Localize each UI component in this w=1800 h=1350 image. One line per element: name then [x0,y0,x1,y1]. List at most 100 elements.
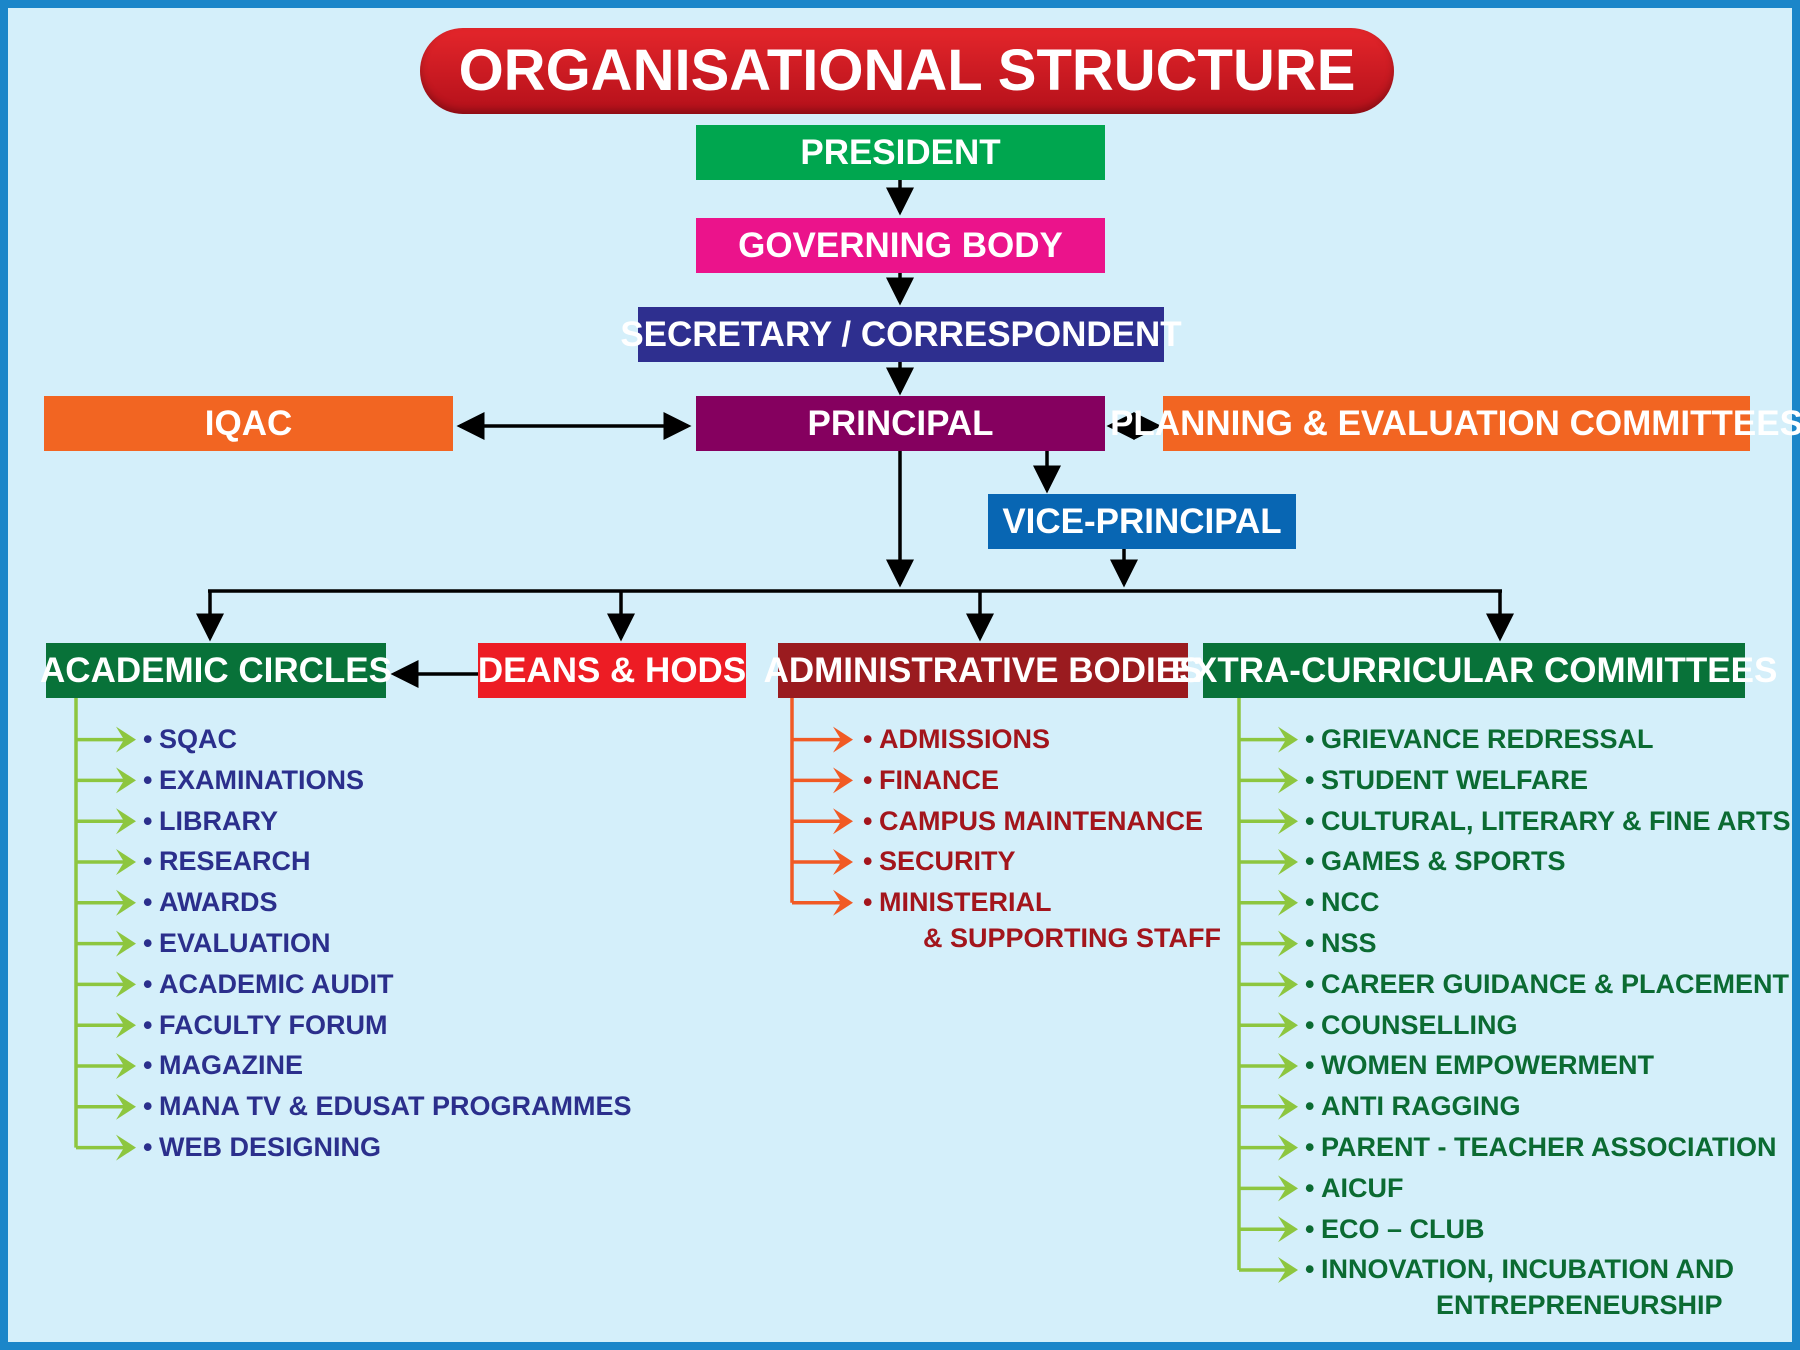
list-item: •CULTURAL, LITERARY & FINE ARTS [1305,805,1791,836]
list-item-label: FINANCE [879,764,999,795]
page-title: ORGANISATIONAL STRUCTURE [420,28,1394,114]
list-item-label: CAMPUS MAINTENANCE [879,805,1203,836]
list-item: •NSS [1305,927,1377,958]
list-item-label: MINISTERIAL [879,887,1052,918]
list-item: •LIBRARY [143,805,278,836]
academic-branch-arrow-head [116,1134,136,1161]
extra-branch-arrow-head [1278,767,1298,794]
list-item: •FINANCE [863,764,999,795]
list-item-label: FACULTY FORUM [159,1009,388,1040]
extra-branch-arrow-head [1278,1134,1298,1161]
list-item-label: PARENT - TEACHER ASSOCIATION [1321,1131,1777,1162]
admin-branch-arrow-head [833,849,853,875]
extra-branch-arrow-head [1278,971,1298,998]
academic-circles-list: •SQAC •EXAMINATIONS •LIBRARY •RESEARCH •AWAR… [143,719,632,1168]
list-item-label: GRIEVANCE REDRESSAL [1321,724,1654,754]
iqac-box: IQAC [44,396,453,451]
secretary-box: SECRETARY / CORRESPONDENT [620,307,1182,362]
list-item-label: LIBRARY [159,805,278,836]
list-item-continuation: & SUPPORTING STAFF [923,922,1222,953]
academic-branch-arrow-head [116,889,136,916]
list-item: •AICUF [1305,1172,1404,1203]
list-item: •GAMES & SPORTS [1305,846,1566,877]
list-item: •ECO – CLUB [1305,1213,1485,1244]
extra-branch-arrow-head [1278,1093,1298,1120]
list-item-label: AICUF [1321,1172,1404,1203]
administrative-bodies-list: •ADMISSIONS•FINANCE•CAMPUS MAINTENANCE•S… [863,719,1221,953]
admin-branch-arrow-head [833,767,853,794]
academic-branch-arrow-head [116,1012,136,1039]
deans-hods-box: DEANS & HODS [478,643,746,698]
president-box: PRESIDENT [696,125,1105,180]
admin-branch-arrow-head [833,808,853,835]
list-item: •RESEARCH [143,846,311,877]
list-item-label: SECURITY [879,846,1016,877]
list-item: •ACADEMIC AUDIT [143,968,394,999]
extra-branch-arrow-head [1278,1175,1298,1202]
list-item-label: SQAC [159,724,238,754]
principal-box: PRINCIPAL [696,396,1105,451]
list-item: •COUNSELLING [1305,1009,1518,1040]
list-item: •EVALUATION [143,927,331,958]
list-item-label: EXAMINATIONS [159,764,365,795]
list-item: •AWARDS [143,887,278,918]
admin-branch-arrow-head [833,726,853,753]
extra-branch-arrow-head [1278,1053,1298,1079]
list-item-label: EVALUATION [159,927,331,958]
list-item: •STUDENT WELFARE [1305,764,1588,795]
academic-circles-box: ACADEMIC CIRCLES [40,643,392,698]
list-item: •NCC [1305,887,1380,918]
academic-branch-arrow-head [116,1053,136,1079]
list-item: •MANA TV & EDUSAT PROGRAMMES [143,1091,632,1122]
list-item-label: ANTI RAGGING [1321,1091,1521,1122]
extra-branch-arrow-head [1278,1257,1298,1283]
list-item: •MINISTERIAL& SUPPORTING STAFF [863,887,1222,953]
list-item-label: ADMISSIONS [879,724,1051,754]
extra-branch-arrow-head [1278,726,1298,753]
extra-branch-arrow-head [1278,889,1298,916]
list-item-label: NSS [1321,927,1377,958]
extra-branch-arrow-head [1278,930,1298,957]
list-item-label: WEB DESIGNING [159,1131,382,1162]
list-item: •EXAMINATIONS [143,764,365,795]
list-item-label: CULTURAL, LITERARY & FINE ARTS [1321,805,1791,836]
list-item: •FACULTY FORUM [143,1009,388,1040]
list-item: •WEB DESIGNING [143,1131,382,1162]
list-item-label: MANA TV & EDUSAT PROGRAMMES [159,1091,632,1122]
list-item-label: RESEARCH [159,846,311,877]
list-item: •WOMEN EMPOWERMENT [1305,1050,1654,1081]
admin-branch-arrow-head [833,889,853,916]
list-item: •GRIEVANCE REDRESSAL [1305,724,1654,754]
list-item-label: NCC [1321,887,1380,918]
list-item-label: ACADEMIC AUDIT [159,968,394,999]
list-item: •ADMISSIONS [863,724,1051,754]
academic-branch-arrow-head [116,726,136,753]
governing-body-box: GOVERNING BODY [696,218,1105,273]
academic-branch-arrow-head [116,971,136,998]
extra-branch-arrow-head [1278,808,1298,835]
list-item: •ANTI RAGGING [1305,1091,1521,1122]
list-item: •CAREER GUIDANCE & PLACEMENT [1305,968,1790,999]
list-item: •SECURITY [863,846,1016,877]
extra-curricular-list: •GRIEVANCE REDRESSAL •STUDENT WELFARE •CUL… [1305,719,1790,1320]
academic-branch-arrow-head [116,930,136,957]
extra-branch-arrow-head [1278,1012,1298,1039]
academic-branch-arrow-head [116,808,136,835]
list-item-label: ECO – CLUB [1321,1213,1485,1244]
planning-committees-box: PLANNING & EVALUATION COMMITTEES [1110,396,1800,451]
extra-branch-arrow-head [1278,1216,1298,1243]
list-item-label: STUDENT WELFARE [1321,764,1588,795]
administrative-bodies-box: ADMINISTRATIVE BODIES [764,643,1202,698]
vice-principal-box: VICE-PRINCIPAL [988,494,1296,549]
academic-branch-arrow-head [116,849,136,875]
list-item-label: INNOVATION, INCUBATION AND [1321,1254,1734,1285]
list-item: •SQAC [143,724,238,754]
list-item: •MAGAZINE [143,1050,303,1081]
extra-branch-arrow-head [1278,849,1298,875]
academic-branch-arrow-head [116,1093,136,1120]
list-item-continuation: ENTREPRENEURSHIP [1436,1290,1723,1321]
list-item-label: MAGAZINE [159,1050,303,1081]
